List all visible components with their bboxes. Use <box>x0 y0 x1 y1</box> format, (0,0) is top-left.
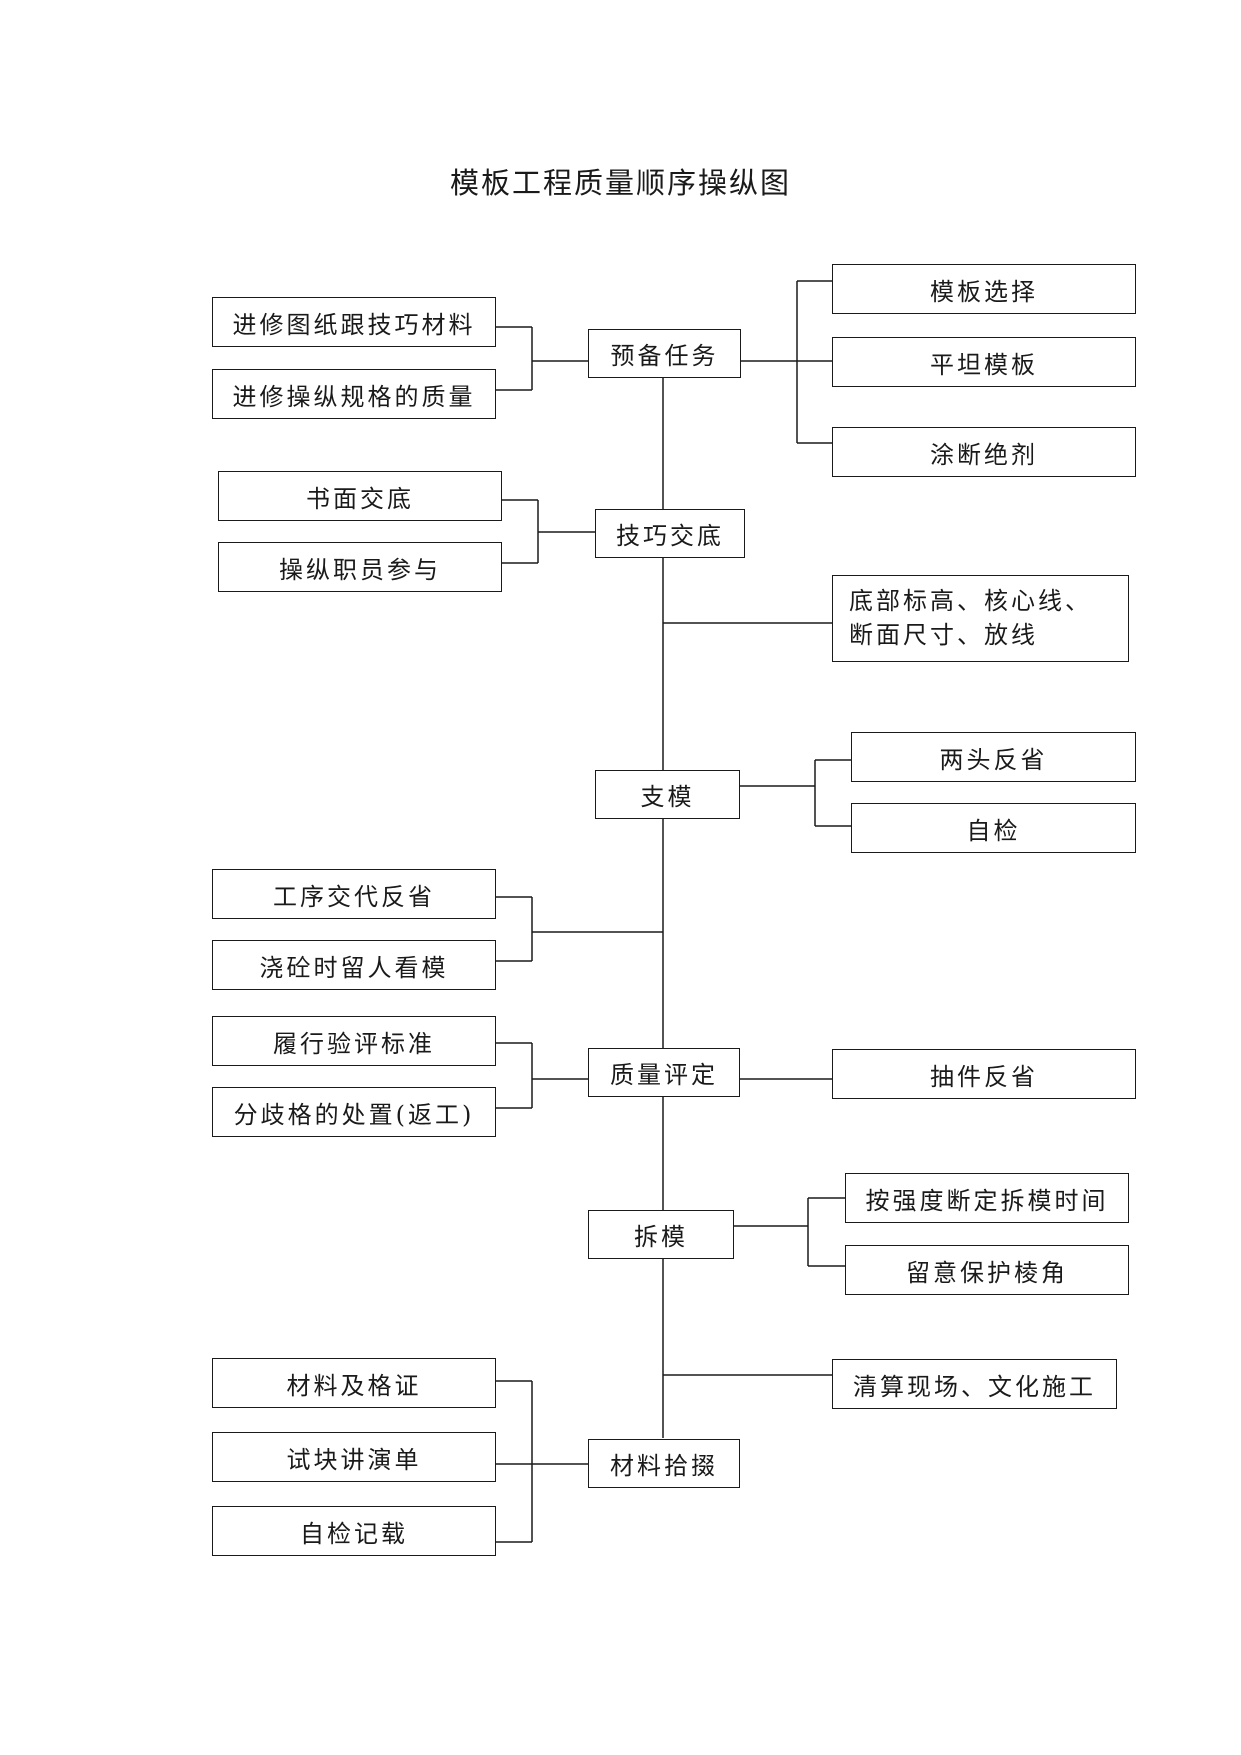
evaluate-left-item: 履行验评标准 <box>212 1016 496 1066</box>
prepare-right-item: 涂断绝剂 <box>832 427 1136 477</box>
evaluate-right-item: 抽件反省 <box>832 1049 1136 1099</box>
step-support: 支模 <box>595 770 740 819</box>
disclose-right-item: 底部标高、核心线、断面尺寸、放线 <box>832 575 1129 662</box>
support-right-item: 自检 <box>851 803 1136 853</box>
disclose-left-item: 操纵职员参与 <box>218 542 502 592</box>
prepare-right-item: 平坦模板 <box>832 337 1136 387</box>
remove-right-item: 留意保护棱角 <box>845 1245 1129 1295</box>
step-evaluate: 质量评定 <box>588 1048 740 1097</box>
step-remove: 拆模 <box>588 1210 734 1259</box>
step-disclose: 技巧交底 <box>595 509 745 558</box>
evaluate-left-item: 分歧格的处置(返工) <box>212 1087 496 1137</box>
step-materials: 材料拾掇 <box>588 1439 740 1488</box>
support-left-item: 工序交代反省 <box>212 869 496 919</box>
support-right-item: 两头反省 <box>851 732 1136 782</box>
prepare-left-item: 进修图纸跟技巧材料 <box>212 297 496 347</box>
materials-left-item: 材料及格证 <box>212 1358 496 1408</box>
page-title: 模板工程质量顺序操纵图 <box>449 166 791 200</box>
materials-left-item: 试块讲演单 <box>212 1432 496 1482</box>
materials-left-item: 自检记载 <box>212 1506 496 1556</box>
prepare-right-item: 模板选择 <box>832 264 1136 314</box>
prepare-left-item: 进修操纵规格的质量 <box>212 369 496 419</box>
remove-right-item: 按强度断定拆模时间 <box>845 1173 1129 1223</box>
support-left-item: 浇砼时留人看模 <box>212 940 496 990</box>
cleanup-item: 清算现场、文化施工 <box>832 1359 1117 1409</box>
step-prepare: 预备任务 <box>588 329 741 378</box>
disclose-left-item: 书面交底 <box>218 471 502 521</box>
